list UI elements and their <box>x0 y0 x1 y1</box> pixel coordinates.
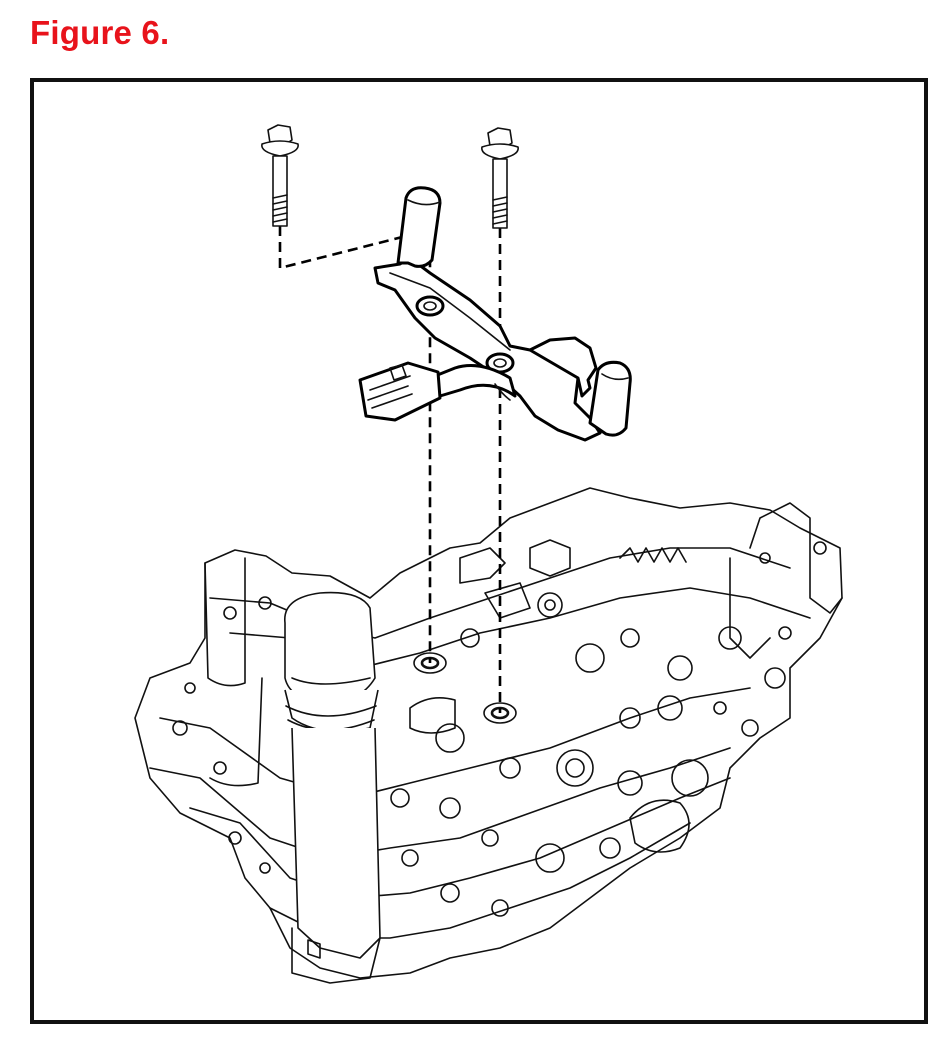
bolt-left <box>261 124 299 227</box>
assembly-diagram <box>134 124 843 984</box>
figure-frame <box>30 78 928 1024</box>
bolt-right <box>481 127 519 229</box>
figure-title: Figure 6. <box>30 14 170 51</box>
sensor-bracket-assembly <box>358 186 632 442</box>
alignment-lines <box>278 226 502 713</box>
valve-body <box>134 487 843 984</box>
